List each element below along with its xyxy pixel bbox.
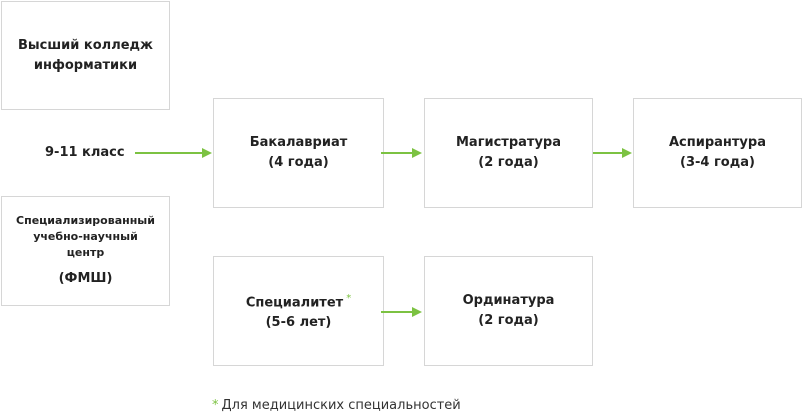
arrow-master-to-postgrad <box>593 148 632 158</box>
college-line-1: Высший колледж <box>18 37 153 53</box>
specialist-name: Специалитет <box>245 295 344 311</box>
center-line-1: Специализированный <box>16 214 155 227</box>
postgrad-duration: (3-4 года) <box>680 155 755 170</box>
grade-label: 9-11 класс <box>45 145 125 160</box>
footnote-text: Для медицинских специальностей <box>221 398 461 413</box>
arrow-specialist-to-residency <box>381 307 422 317</box>
footnote-star: * <box>212 398 219 413</box>
residency-duration: (2 года) <box>478 313 539 328</box>
bachelor-duration: (4 года) <box>268 155 329 170</box>
center-abbr: (ФМШ) <box>58 271 113 286</box>
specialist-star: * <box>346 292 352 304</box>
specialized-center-box: Специализированный учебно-научный центр … <box>1 196 170 306</box>
master-box: Магистратура (2 года) <box>424 98 593 208</box>
center-line-3: центр <box>66 246 105 259</box>
bachelor-box: Бакалавриат (4 года) <box>213 98 384 208</box>
arrow-grade-to-bachelor <box>135 148 212 158</box>
bachelor-name: Бакалавриат <box>249 135 348 150</box>
master-name: Магистратура <box>455 135 561 150</box>
specialist-name-line: Специалитет* <box>246 289 351 313</box>
center-line-2: учебно-научный <box>33 230 138 243</box>
postgrad-box: Аспирантура (3-4 года) <box>633 98 802 208</box>
college-line-2: информатики <box>33 57 138 73</box>
postgrad-name: Аспирантура <box>668 135 766 150</box>
residency-name: Ординатура <box>462 293 555 308</box>
specialist-duration: (5-6 лет) <box>265 315 332 331</box>
residency-box: Ординатура (2 года) <box>424 256 593 366</box>
master-duration: (2 года) <box>478 155 539 170</box>
college-box: Высший колледж информатики <box>1 1 170 110</box>
arrow-bachelor-to-master <box>381 148 422 158</box>
footnote: *Для медицинских специальностей <box>212 398 461 413</box>
